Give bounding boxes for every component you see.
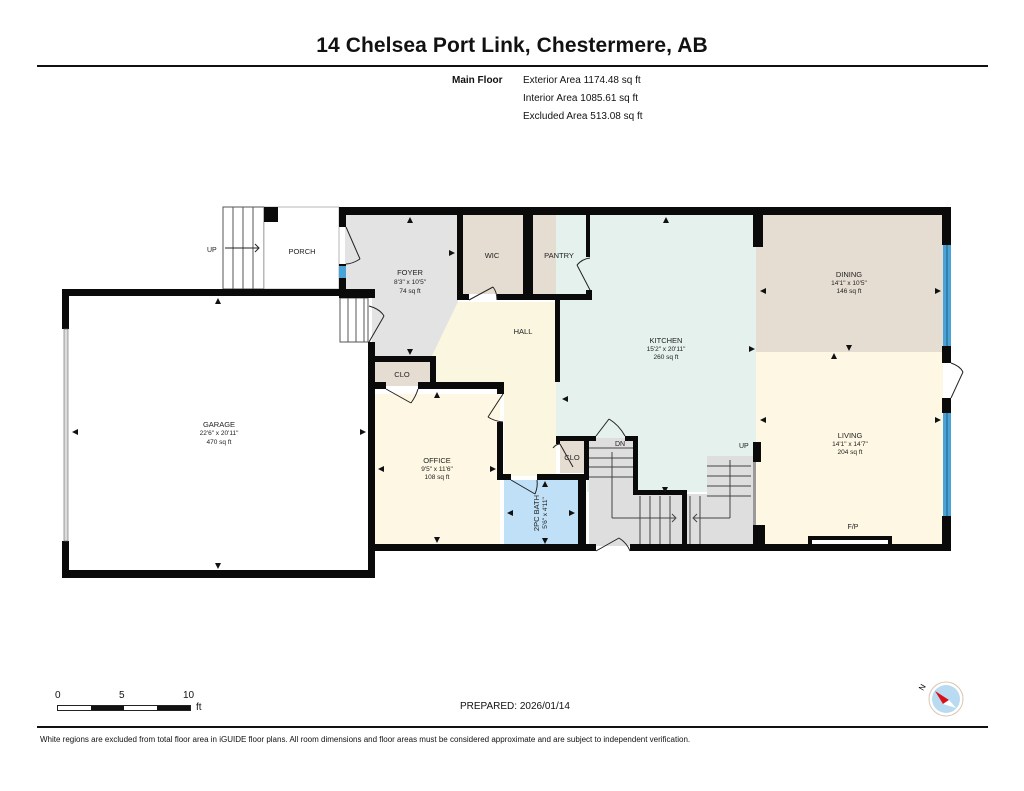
closet-foyer-label: CLO xyxy=(394,370,410,379)
hall-fill-2 xyxy=(432,302,458,382)
hall-fill xyxy=(432,302,556,476)
closet-hall-label: CLO xyxy=(564,453,580,462)
hall-label: HALL xyxy=(514,327,533,336)
wic-label: WIC xyxy=(485,251,500,260)
dining-fill xyxy=(756,214,943,352)
fireplace xyxy=(808,536,892,546)
office-dims: 9'5" x 11'6" xyxy=(421,466,453,473)
fireplace-label: F/P xyxy=(848,524,859,531)
pantry-label: PANTRY xyxy=(544,251,574,260)
stair-rail xyxy=(753,456,756,526)
exterior-area: Exterior Area 1174.48 sq ft xyxy=(523,75,641,86)
stairs-up-label: UP xyxy=(739,443,749,450)
scale-unit: ft xyxy=(196,702,202,713)
porch-stairs-label: UP xyxy=(207,247,217,254)
living-area: 204 sq ft xyxy=(838,449,863,456)
garage-entry-stairs xyxy=(339,297,369,343)
scale-tick-10: 10 xyxy=(183,690,195,701)
bath-dims: 5'6" x 4'11" xyxy=(542,497,549,529)
footer-divider xyxy=(37,726,988,728)
windows xyxy=(63,245,951,542)
office-label: OFFICE xyxy=(423,456,451,465)
office-fill xyxy=(374,394,500,546)
garage-dims: 22'6" x 20'11" xyxy=(200,430,239,437)
dining-dims: 14'1" x 10'5" xyxy=(831,280,867,287)
kitchen-area: 260 sq ft xyxy=(654,354,679,361)
garage-label: GARAGE xyxy=(203,420,235,429)
porch-post xyxy=(264,207,278,222)
page-title: 14 Chelsea Port Link, Chestermere, AB xyxy=(316,34,708,57)
dining-label: DINING xyxy=(836,270,862,279)
living-fill xyxy=(756,352,943,546)
garage-fill xyxy=(68,294,370,570)
prepared-date: PREPARED: 2026/01/14 xyxy=(460,701,570,712)
garage-area: 470 sq ft xyxy=(207,439,232,446)
foyer-area: 74 sq ft xyxy=(399,288,421,295)
floor-label: Main Floor xyxy=(452,75,503,86)
scale-tick-0: 0 xyxy=(55,690,61,701)
scale-bar-graphic xyxy=(57,705,191,711)
kitchen-label: KITCHEN xyxy=(650,336,683,345)
stairs-down-label: DN xyxy=(615,441,625,448)
disclaimer-text: White regions are excluded from total fl… xyxy=(40,735,691,744)
dimension-arrows xyxy=(72,217,941,569)
office-area: 108 sq ft xyxy=(425,474,450,481)
walls xyxy=(62,207,951,578)
title-divider xyxy=(37,65,988,67)
excluded-area: Excluded Area 513.08 sq ft xyxy=(523,111,643,122)
porch-stairs xyxy=(222,206,265,290)
foyer-label: FOYER xyxy=(397,268,423,277)
interior-stairs xyxy=(589,447,751,544)
bath-fill xyxy=(504,480,578,546)
dining-area: 146 sq ft xyxy=(837,288,862,295)
compass-north-label: N xyxy=(917,682,928,692)
bath-label: 2PC BATH xyxy=(532,495,541,531)
closet-hall-fill xyxy=(560,440,584,473)
foyer-fill xyxy=(345,214,458,356)
living-label: LIVING xyxy=(838,431,863,440)
stairs-up-fill xyxy=(687,494,753,546)
kitchen-dims: 15'2" x 20'11" xyxy=(647,346,686,353)
scale-tick-5: 5 xyxy=(119,690,125,701)
compass-icon: N xyxy=(917,681,964,717)
stairs-down-fill xyxy=(589,438,637,546)
closet-foyer-fill xyxy=(374,361,430,386)
interior-area: Interior Area 1085.61 sq ft xyxy=(523,93,639,104)
porch-label: PORCH xyxy=(288,247,315,256)
foyer-dims: 8'3" x 10'5" xyxy=(394,279,427,286)
living-dims: 14'1" x 14'7" xyxy=(832,441,868,448)
doors xyxy=(345,226,964,552)
wic-fill xyxy=(462,214,523,294)
